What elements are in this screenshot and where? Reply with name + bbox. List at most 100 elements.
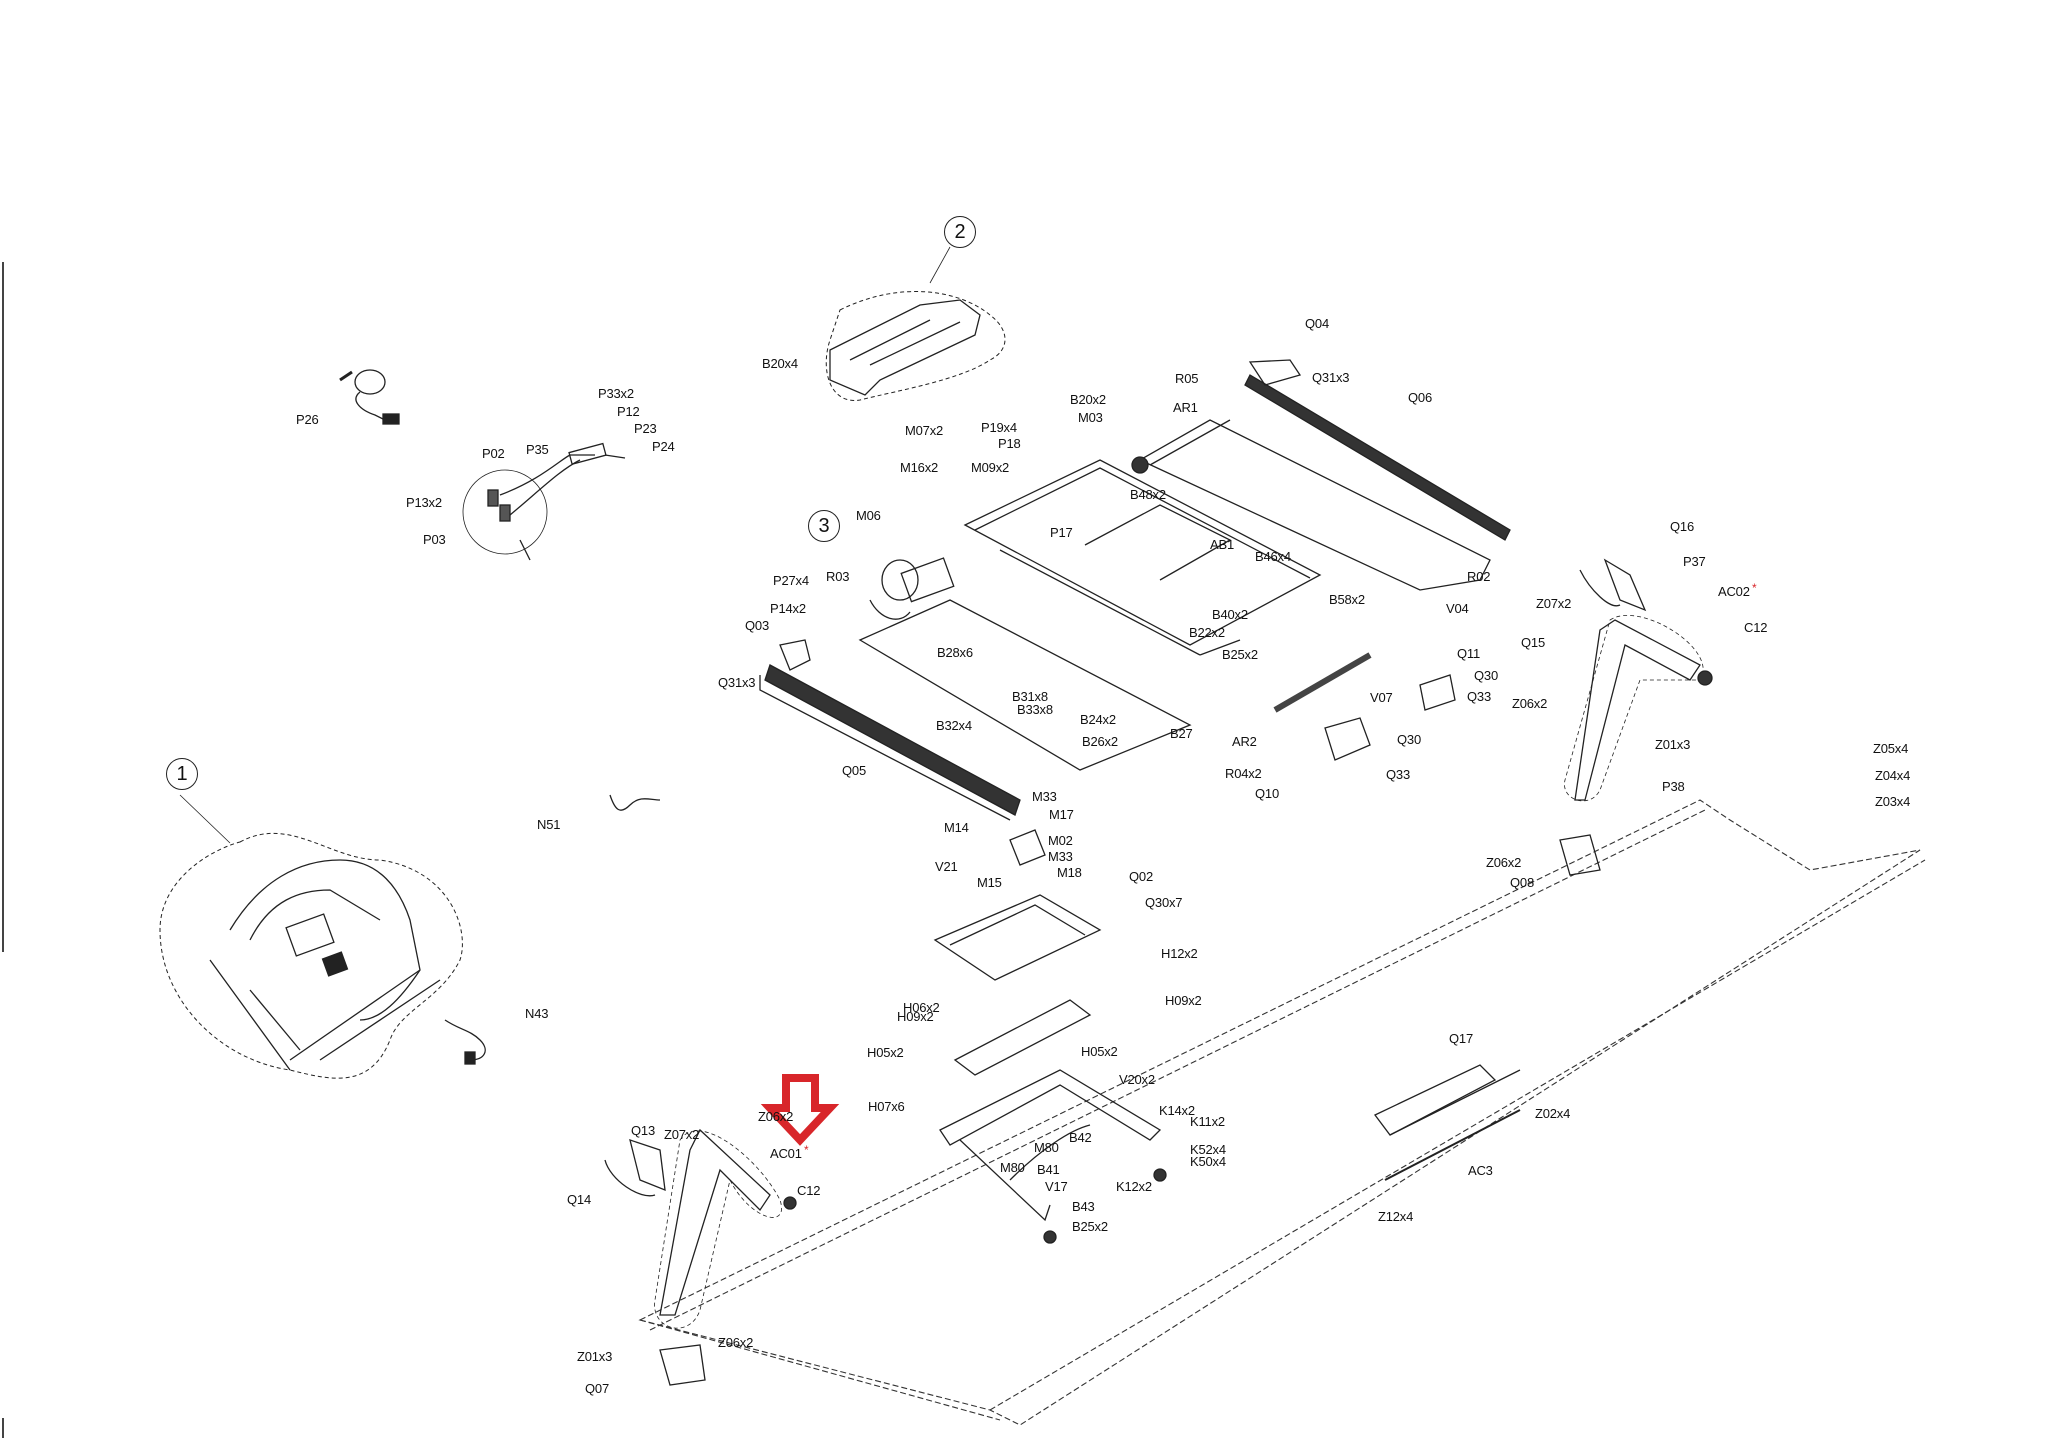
part-label-k52x4: K52x4 [1190,1142,1226,1157]
part-label-q05: Q05 [842,763,866,778]
part-label-m16x2: M16x2 [900,460,939,475]
part-label-r03: R03 [826,569,850,584]
part-label-q07: Q07 [585,1381,609,1396]
part-label-q31x3: Q31x3 [1312,370,1350,385]
part-label-q04: Q04 [1305,316,1329,331]
part-label-ab1: AB1 [1210,537,1234,552]
accessory-tray [1374,1064,1521,1181]
rear-roller [1273,652,1456,761]
part-label-m02: M02 [1048,833,1073,848]
part-label-q08: Q08 [1510,875,1534,890]
part-label-z02x4: Z02x4 [1535,1106,1571,1121]
part-label-q06: Q06 [1408,390,1432,405]
part-label-q03: Q03 [745,618,769,633]
part-label-b43: B43 [1072,1199,1095,1214]
part-label-q15: Q15 [1521,635,1545,650]
part-label-k14x2: K14x2 [1159,1103,1195,1118]
part-label-ac3: AC3 [1468,1163,1493,1178]
highlight-arrow [760,1074,840,1146]
part-label-m06: M06 [856,508,881,523]
part-label-h05x2: H05x2 [867,1045,904,1060]
part-label-p13x2: P13x2 [406,495,442,510]
part-label-z07x2: Z07x2 [1536,596,1572,611]
part-label-z06x2: Z06x2 [1512,696,1548,711]
part-label-m33: M33 [1048,849,1073,864]
part-label-ac01: AC01 [770,1146,802,1161]
part-label-p33x2: P33x2 [598,386,634,401]
part-label-b27: B27 [1170,726,1193,741]
part-label-b31x8: B31x8 [1012,689,1048,704]
part-label-b48x2: B48x2 [1130,487,1166,502]
part-label-z06x2: Z06x2 [758,1109,794,1124]
part-label-p02: P02 [482,446,505,461]
part-label-p27x4: P27x4 [773,573,809,588]
part-label-r02: R02 [1467,569,1491,584]
part-label-m15: M15 [977,875,1002,890]
part-label-p03: P03 [423,532,446,547]
part-label-q16: Q16 [1670,519,1694,534]
part-label-q11: Q11 [1457,646,1481,661]
part-label-q10: Q10 [1255,786,1279,801]
upper-frame [963,459,1322,656]
part-label-z12x4: Z12x4 [1378,1209,1414,1224]
part-label-v20x2: V20x2 [1119,1072,1155,1087]
motor-controller [933,894,1102,981]
part-label-b41: B41 [1037,1162,1060,1177]
callout-1: 1 [166,758,198,790]
part-label-b25x2: B25x2 [1222,647,1258,662]
part-label-v07: V07 [1370,690,1393,705]
part-label-ac02: AC02 [1718,584,1750,599]
part-label-m14: M14 [944,820,969,835]
part-label-p35: P35 [526,442,549,457]
part-label-k12x2: K12x2 [1116,1179,1152,1194]
part-label-p26: P26 [296,412,319,427]
part-label-ar1: AR1 [1173,400,1198,415]
part-label-p37: P37 [1683,554,1706,569]
part-label-m80: M80 [1000,1160,1025,1175]
part-label-z04x4: Z04x4 [1875,768,1911,783]
part-label-p24: P24 [652,439,675,454]
part-label-m18: M18 [1057,865,1082,880]
part-label-z06x2: Z06x2 [718,1335,754,1350]
n51-cable [609,794,661,811]
part-label-q13: Q13 [631,1123,655,1138]
part-label-h09x2: H09x2 [1165,993,1202,1008]
motor-hood [825,291,1006,401]
part-label-v17: V17 [1045,1179,1068,1194]
part-label-r05: R05 [1175,371,1199,386]
part-label-c12: C12 [1744,620,1768,635]
part-label-z05x4: Z05x4 [1873,741,1909,756]
drive-motor [869,557,955,620]
part-label-b32x4: B32x4 [936,718,972,733]
part-label-k50x4: K50x4 [1190,1154,1226,1169]
part-label-z06x2: Z06x2 [1486,855,1522,870]
part-label-q30: Q30 [1397,732,1421,747]
part-label-z07x2: Z07x2 [664,1127,700,1142]
part-label-h07x6: H07x6 [868,1099,905,1114]
part-label-p19x4: P19x4 [981,420,1017,435]
base-frame [939,1069,1167,1244]
part-label-n43: N43 [525,1006,549,1021]
part-label-p14x2: P14x2 [770,601,806,616]
part-label-q17: Q17 [1449,1031,1473,1046]
lower-bracket [953,999,1092,1076]
right-upright [1559,558,1713,876]
part-label-m80: M80 [1034,1140,1059,1155]
side-rail-left [759,639,1021,821]
part-label-b40x2: B40x2 [1212,607,1248,622]
part-label-h06x2: H06x2 [903,1000,940,1015]
running-deck [1131,419,1491,591]
part-label-h05x2: H05x2 [1081,1044,1118,1059]
part-label-b25x2: B25x2 [1072,1219,1108,1234]
part-label-q02: Q02 [1129,869,1153,884]
part-label-q14: Q14 [567,1192,591,1207]
asterisk-icon: * [1752,581,1757,595]
part-label-b33x8: B33x8 [1017,702,1053,717]
part-label-h12x2: H12x2 [1161,946,1198,961]
part-label-q31x3: Q31x3 [718,675,756,690]
part-label-b24x2: B24x2 [1080,712,1116,727]
part-label-b26x2: B26x2 [1082,734,1118,749]
part-label-ar2: AR2 [1232,734,1257,749]
asterisk-icon: * [804,1143,809,1157]
